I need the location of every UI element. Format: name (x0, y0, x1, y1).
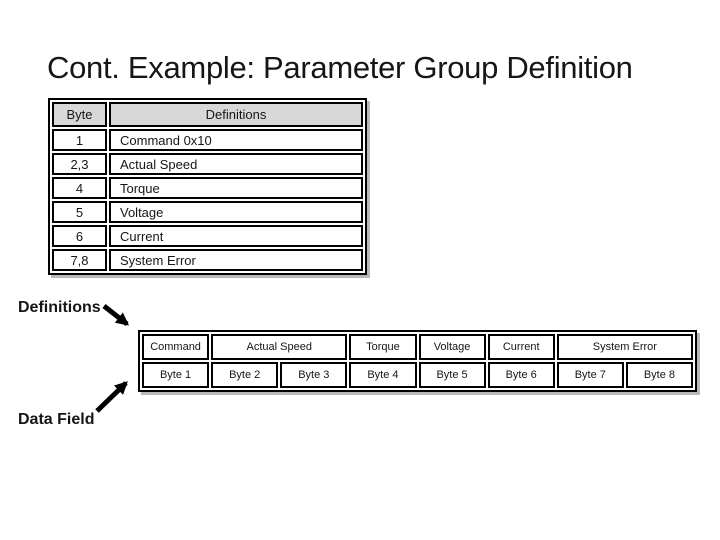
byte-cell: 1 (52, 129, 107, 151)
table-row: 2,3 Actual Speed (52, 153, 363, 175)
byte-slot-cell: Byte 6 (487, 362, 555, 388)
byte-slot-cell: Byte 8 (625, 362, 693, 388)
definition-group-cell: Current (487, 334, 555, 360)
definitions-row: Command Actual Speed Torque Voltage Curr… (142, 334, 693, 360)
definition-cell: System Error (109, 249, 363, 271)
byte-cell: 4 (52, 177, 107, 199)
byte-cell: 7,8 (52, 249, 107, 271)
table-row: 4 Torque (52, 177, 363, 199)
definition-group-cell: Voltage (418, 334, 486, 360)
definitions-arrow-icon (102, 304, 130, 326)
table-row: 7,8 System Error (52, 249, 363, 271)
byte-slot-cell: Byte 1 (142, 362, 210, 388)
data-field-arrow-icon (95, 381, 128, 413)
definition-group-cell: Command (142, 334, 210, 360)
byte-cell: 2,3 (52, 153, 107, 175)
definition-cell: Actual Speed (109, 153, 363, 175)
definition-cell: Torque (109, 177, 363, 199)
definition-cell: Command 0x10 (109, 129, 363, 151)
byte-slot-cell: Byte 2 (211, 362, 279, 388)
definition-cell: Current (109, 225, 363, 247)
bytes-row: Byte 1 Byte 2 Byte 3 Byte 4 Byte 5 Byte … (142, 362, 693, 388)
table-row: 5 Voltage (52, 201, 363, 223)
definition-group-cell: Torque (349, 334, 417, 360)
byte-slot-cell: Byte 7 (556, 362, 624, 388)
data-field-table: Command Actual Speed Torque Voltage Curr… (138, 330, 697, 392)
byte-cell: 6 (52, 225, 107, 247)
definition-group-cell: System Error (556, 334, 693, 360)
byte-slot-cell: Byte 5 (418, 362, 486, 388)
byte-slot-cell: Byte 3 (280, 362, 348, 388)
byte-column-header: Byte (52, 102, 107, 127)
definitions-label: Definitions (18, 299, 101, 316)
table-row: 1 Command 0x10 (52, 129, 363, 151)
byte-table-header-row: Byte Definitions (52, 102, 363, 127)
table-row: 6 Current (52, 225, 363, 247)
definitions-column-header: Definitions (109, 102, 363, 127)
byte-cell: 5 (52, 201, 107, 223)
data-field-label: Data Field (18, 411, 95, 428)
definition-group-cell: Actual Speed (211, 334, 348, 360)
slide-title: Cont. Example: Parameter Group Definitio… (47, 50, 633, 85)
byte-slot-cell: Byte 4 (349, 362, 417, 388)
definition-cell: Voltage (109, 201, 363, 223)
byte-definitions-table: Byte Definitions 1 Command 0x10 2,3 Actu… (48, 98, 367, 275)
